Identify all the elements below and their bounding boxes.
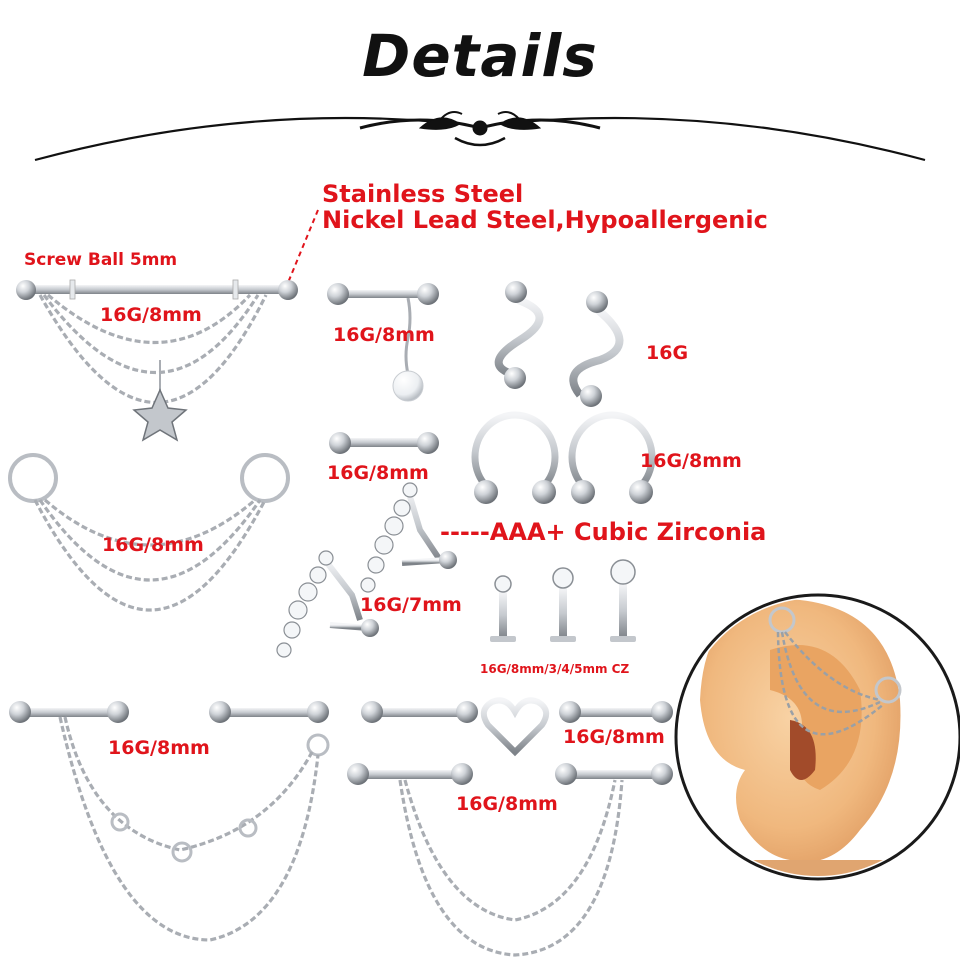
- climber-earrings: [276, 482, 457, 658]
- heart-barbell: [361, 697, 673, 757]
- pearl-charm-icon: [392, 370, 424, 402]
- labret-studs: [490, 559, 636, 642]
- ornament-divider-icon: [34, 111, 926, 162]
- twist-size-label: 16G: [646, 342, 689, 364]
- straight-barbell-size-label: 16G/8mm: [327, 462, 429, 484]
- material-line-2: Nickel Lead Steel,Hypoallergenic: [322, 206, 768, 234]
- hoop-chain-size-label: 16G/8mm: [102, 534, 204, 556]
- climber-size-label: 16G/7mm: [360, 594, 462, 616]
- star-charm-icon: [132, 388, 188, 442]
- star-chain-size-label: 16G/8mm: [100, 304, 202, 326]
- horseshoe-size-label: 16G/8mm: [640, 450, 742, 472]
- star-chain-barbell: [16, 279, 298, 442]
- straight-barbell: [329, 432, 439, 454]
- twist-spirals: [494, 296, 624, 398]
- bottom-chain-size-label: 16G/8mm: [456, 793, 558, 815]
- labret-size-label: 16G/8mm/3/4/5mm CZ: [480, 662, 630, 676]
- bottom-chain-barbell: [347, 763, 673, 957]
- heart-barbell-size-label: 16G/8mm: [563, 726, 665, 748]
- hoop-chain: [8, 453, 290, 612]
- double-barbell-ring-chain: [9, 701, 330, 942]
- material-line-1: Stainless Steel: [322, 180, 524, 208]
- page-title: Details: [362, 22, 598, 90]
- heart-charm-icon: [480, 697, 550, 757]
- ring-chain-size-label: 16G/8mm: [108, 737, 210, 759]
- pearl-barbell-size-label: 16G/8mm: [333, 324, 435, 346]
- ear-model-icon: [674, 593, 960, 881]
- pearl-dangle-barbell: [327, 283, 439, 402]
- horseshoe-rings: [471, 411, 656, 490]
- screw-ball-label: Screw Ball 5mm: [24, 250, 178, 270]
- cz-note-label: -----AAA+ Cubic Zirconia: [440, 518, 767, 546]
- cz-gem-icon: [276, 482, 418, 658]
